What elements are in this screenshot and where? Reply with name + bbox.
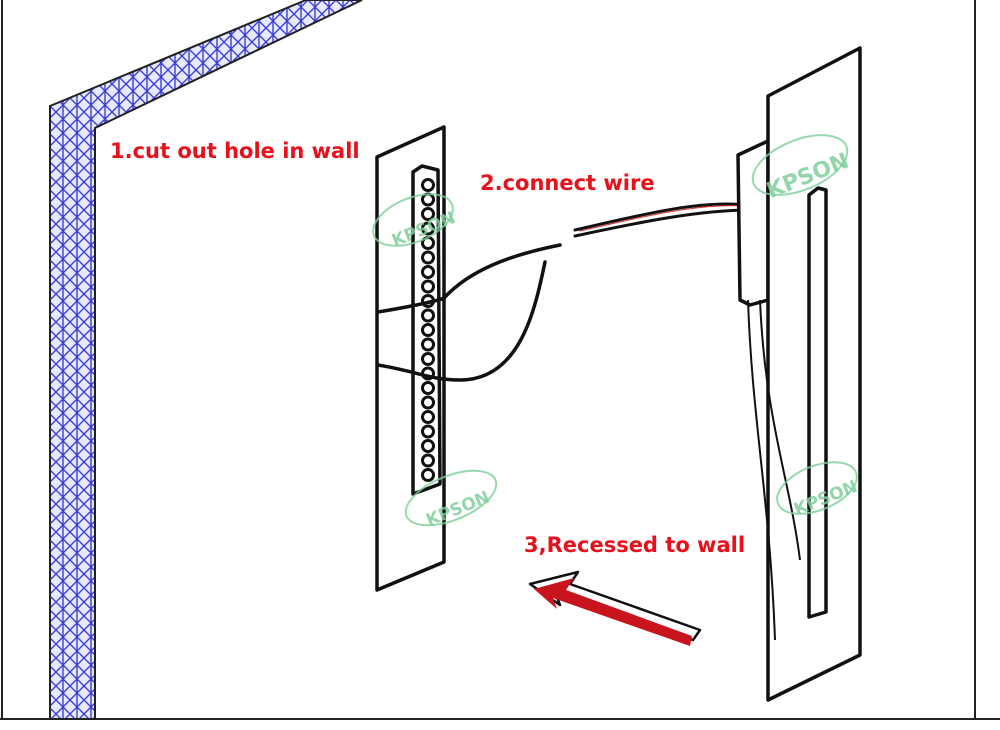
strip-hole bbox=[421, 207, 435, 221]
strip-hole bbox=[421, 178, 435, 192]
strip-hole bbox=[421, 192, 435, 207]
wall-section bbox=[49, 0, 363, 720]
strip-hole bbox=[421, 221, 435, 236]
recessed-light-fixture bbox=[736, 46, 862, 702]
step-3-label: 3,Recessed to wall bbox=[524, 533, 745, 557]
strip-hole bbox=[421, 381, 435, 395]
strip-hole bbox=[421, 323, 435, 337]
strip-hole bbox=[421, 265, 435, 279]
strip-hole bbox=[421, 468, 435, 482]
strip-hole bbox=[421, 250, 435, 265]
strip-hole bbox=[421, 453, 435, 468]
kpson-watermark bbox=[372, 134, 858, 527]
strip-hole bbox=[421, 279, 435, 294]
step-2-label: 2.connect wire bbox=[480, 171, 655, 195]
strip-hole bbox=[421, 424, 435, 439]
step-1-label: 1.cut out hole in wall bbox=[110, 139, 360, 163]
strip-hole bbox=[421, 410, 435, 424]
strip-hole bbox=[421, 337, 435, 352]
strip-hole bbox=[421, 439, 435, 453]
wire bbox=[376, 202, 752, 382]
strip-hole bbox=[421, 395, 435, 410]
strip-hole bbox=[421, 308, 435, 323]
recess-direction-arrow bbox=[528, 570, 702, 646]
strip-hole bbox=[421, 352, 435, 366]
